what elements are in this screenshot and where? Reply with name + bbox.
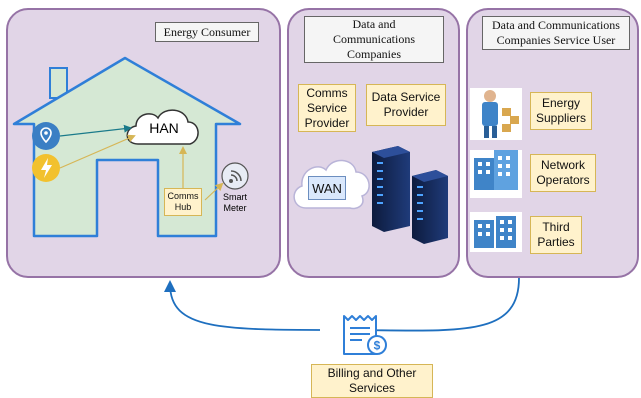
energy-suppliers-box: Energy Suppliers <box>530 92 592 130</box>
han-label: HAN <box>149 120 179 136</box>
svg-text:$: $ <box>374 339 381 353</box>
network-operators-box: Network Operators <box>530 154 596 192</box>
server-rack-icon <box>372 146 410 232</box>
electricity-bolt-icon <box>32 154 60 182</box>
third-parties-box: Third Parties <box>530 216 582 254</box>
companies-title: Data and Communications Companies <box>304 16 444 63</box>
billing-label-box: Billing and Other Services <box>311 364 433 398</box>
smart-meter-icon <box>221 162 249 190</box>
data-service-provider-box: Data Service Provider <box>366 84 446 126</box>
server-rack-icon <box>412 170 448 244</box>
service-user-title: Data and Communications Companies Servic… <box>482 16 630 50</box>
service-user-panel <box>466 8 639 278</box>
third-parties-icon <box>470 212 522 252</box>
location-pin-icon <box>32 122 60 150</box>
smart-meter-label: Smart Meter <box>222 192 247 213</box>
energy-consumer-title: Energy Consumer <box>155 22 259 42</box>
wan-box: WAN <box>308 176 346 200</box>
network-operator-icon <box>470 150 522 198</box>
comms-hub-box: Comms Hub <box>164 188 202 216</box>
comms-service-provider-box: Comms Service Provider <box>298 84 356 132</box>
energy-supplier-icon <box>470 88 522 140</box>
billing-invoice-icon: $ <box>320 312 387 358</box>
